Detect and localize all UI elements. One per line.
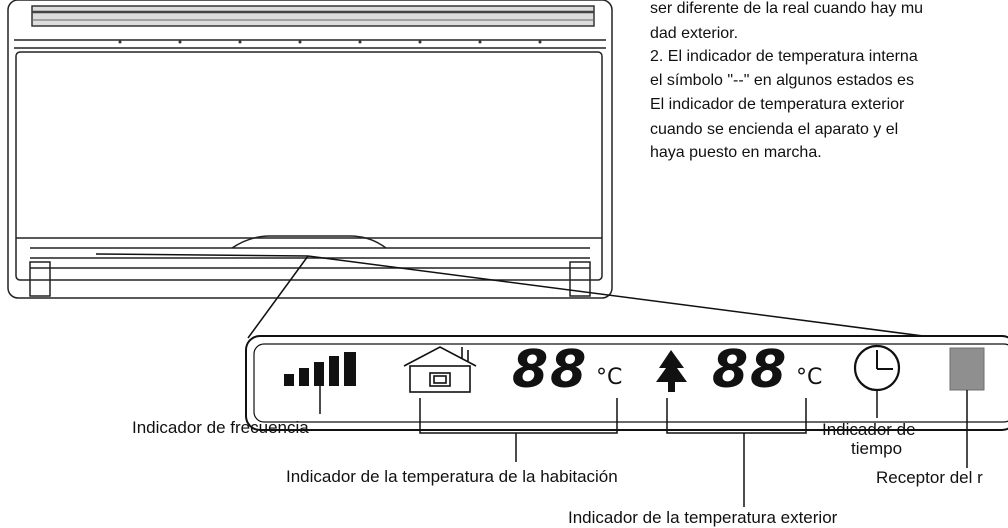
outdoor-temperature-label: Indicador de la temperatura exterior [568,508,838,527]
receiver-window-icon [949,347,985,391]
tree-icon [656,350,687,392]
unit-body [7,0,613,299]
room-temperature-label: Indicador de la temperatura de la habita… [286,467,618,486]
paragraph-line-1: ser diferente de la real cuando hay mu [650,0,924,17]
room-temperature-digits: 88 [512,340,589,400]
clock-icon [853,344,901,392]
house-icon [403,346,477,393]
air-intake-grille [31,5,595,27]
grille-dots [118,40,542,44]
paragraph-line-4: el símbolo "--" en algunos estados es [650,72,914,89]
display-panel [245,335,1008,431]
zoom-lines [95,253,1001,347]
callout-lines [319,386,968,507]
frequency-indicator-label: Indicador de frecuencia [132,418,309,437]
display-window-outline [231,235,387,249]
time-indicator-label-1: Indicador de [822,420,916,439]
outdoor-temperature-unit: °C [796,365,823,390]
time-indicator-label-2: tiempo [851,439,903,458]
room-temperature-unit: °C [596,365,623,390]
paragraph-line-7: haya puesto en marcha. [650,144,822,161]
paragraph-line-2: dad exterior. [650,25,739,42]
paragraph-line-6: cuando se encienda el aparato y el [650,121,899,138]
indoor-unit [7,0,613,299]
receiver-label: Receptor del r [876,468,983,487]
signal-bars-icon [284,352,356,386]
paragraph-line-5: El indicador de temperatura exterior [650,96,905,113]
front-panel [15,51,603,281]
outdoor-temperature-digits: 88 [712,340,789,400]
paragraph-line-3: 2. El indicador de temperatura interna [650,48,918,65]
